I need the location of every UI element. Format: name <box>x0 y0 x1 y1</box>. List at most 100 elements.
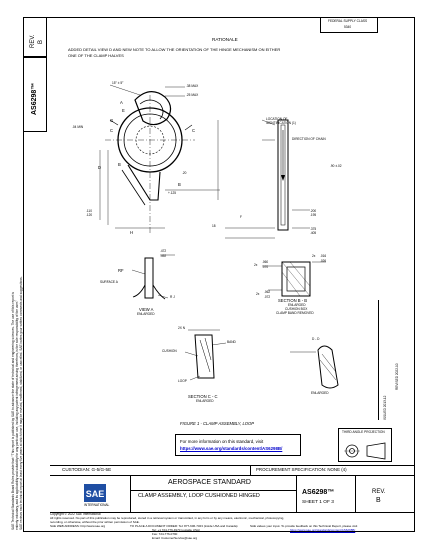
dim-016: .016 <box>320 254 327 258</box>
label-g: G <box>110 118 114 123</box>
label-f: F <box>240 215 242 219</box>
fsc-label: FEDERAL SUPPLY CLASS <box>328 19 368 23</box>
label-surface-a: SURFACE A <box>100 280 118 284</box>
footer-email: Email: CustomerService@sae.org <box>152 536 198 540</box>
projection-box <box>338 428 392 462</box>
detail-dd-sub: ENLARGED <box>311 391 329 395</box>
sheet-number: SHEET 1 OF 3 <box>302 500 334 505</box>
label-h: H <box>130 230 134 235</box>
label-b-2: B <box>178 182 181 187</box>
footer-feedback-link[interactable]: https://www.sae.org/standards/content/AS… <box>290 528 356 532</box>
detail-dd-title: D - D <box>312 337 320 341</box>
dim-200: .200 <box>310 209 317 213</box>
label-c-1: C <box>110 128 114 133</box>
dim-25-max: .25 MAX <box>186 93 199 97</box>
dim-2x-1: 2x <box>254 263 258 267</box>
footer-feedback: SAE values your input. To provide feedba… <box>250 524 358 528</box>
more-info-link[interactable]: https://www.sae.org/standards/content/AS… <box>180 446 283 451</box>
title-block-top <box>50 465 415 466</box>
doc-number-box-left <box>23 57 47 132</box>
dim-060: .060 <box>262 260 269 264</box>
dim-angle: 15° ± 5° <box>112 81 124 85</box>
direction-chain: DIRECTION OF CHAIN <box>292 137 326 141</box>
sae-logo-text: SAE <box>86 489 105 499</box>
dim-492: .492 <box>160 254 167 258</box>
dim-18: 18 <box>212 224 216 228</box>
dim-195: .195 <box>310 213 317 217</box>
view-a-sub: ENLARGED <box>137 312 155 316</box>
projection-label: THIRD ANGLE PROJECTION <box>342 430 385 434</box>
fsc-value: 5340 <box>344 25 352 29</box>
section-bb-sub2: CUSHION BOX <box>285 307 308 311</box>
rationale-text-1: ADDED DETAIL VIEW D AND NEW NOTE TO ALLO… <box>68 47 281 52</box>
dim-072: .072 <box>264 295 271 299</box>
dim-472: .472 <box>160 249 167 253</box>
title-rev-label: REV. <box>372 489 386 495</box>
label-rf: RF <box>118 268 124 273</box>
dim-38-max: .38 MAX <box>186 84 199 88</box>
title-block-divider <box>250 465 251 475</box>
procurement-label: PROCUREMENT SPECIFICATION: NONE (4) <box>256 467 347 472</box>
rationale-text-2: ONE OF THE CLAMP HALVES <box>68 53 124 58</box>
dim-04-min: .04 MIN <box>72 125 84 129</box>
document-title: CLAMP ASSEMBLY, LOOP CUSHIONED HINGED <box>138 493 260 499</box>
section-cc-title: SECTION C - C <box>188 394 218 399</box>
dim-90: .90 ±.02 <box>330 164 342 168</box>
figure-caption: FIGURE 1 - CLAMP ASSEMBLY, LOOP <box>180 421 255 426</box>
title-aero-line <box>130 490 296 491</box>
location-1: LOCATION OF <box>266 117 288 121</box>
title-right-divider <box>296 475 297 512</box>
label-rj: R J <box>170 295 175 299</box>
dim-405: .405 <box>310 231 317 235</box>
label-b-1: B <box>118 162 121 167</box>
fsc-box <box>320 17 378 33</box>
label-cushion: CUSHION <box>162 349 177 353</box>
dim-2xn: 2X N <box>178 326 186 330</box>
title-left-divider <box>130 475 131 512</box>
section-bb-sub1: ENLARGED <box>288 303 306 307</box>
footer-fax: Fax: 724-776-0790 <box>152 532 178 536</box>
section-bb-sub3: CLAMP BAND REMOVED <box>276 311 314 315</box>
footer-tel2: Tel: +1 724-776-4970 (outside USA) <box>152 528 200 532</box>
dim-2x-2: 2x <box>312 254 316 258</box>
section-bb-title: SECTION B - B <box>278 298 308 303</box>
footer-tel: TO PLACE A DOCUMENT ORDER: Tel: 877-606-… <box>130 524 238 528</box>
dim-375: .375 <box>310 227 317 231</box>
title-doc-number: AS6298™ <box>302 489 335 496</box>
dim-125: +.125 <box>168 191 177 195</box>
title-rev-value: B <box>376 497 381 504</box>
right-strip-line <box>378 300 379 420</box>
label-d: D <box>98 165 102 170</box>
drawing-frame <box>23 17 415 532</box>
footer-rights: All rights reserved. No part of this pub… <box>50 516 285 520</box>
dim-026: .026 <box>320 259 327 263</box>
sae-logo-sub: INTERNATIONAL <box>84 503 110 507</box>
dim-062: .062 <box>264 290 271 294</box>
footer-rights-2: recording, or otherwise, without the pri… <box>50 520 140 524</box>
label-c-2: C <box>192 128 196 133</box>
rev-box <box>23 17 47 57</box>
aerospace-standard: AEROSPACE STANDARD <box>168 479 251 486</box>
label-loop: LOOP <box>178 379 187 383</box>
custodian-label: CUSTODIAN: G-5/G-5E <box>62 467 112 472</box>
footer-copyright: Copyright © 2022 SAE International <box>50 512 101 516</box>
rationale-title: RATIONALE <box>212 37 238 42</box>
title-block-mid <box>50 475 415 476</box>
dim-20: .20 <box>182 171 187 175</box>
dim-070: .070 <box>262 265 269 269</box>
dim-120: .120 <box>86 213 93 217</box>
more-info-box <box>175 434 301 456</box>
view-a-title: VIEW A <box>139 307 154 312</box>
section-cc-sub: ENLARGED <box>196 399 214 403</box>
location-2: IDENTIFICATION (1) <box>266 121 296 125</box>
label-band: BAND <box>227 340 236 344</box>
title-rev-divider <box>355 475 356 512</box>
